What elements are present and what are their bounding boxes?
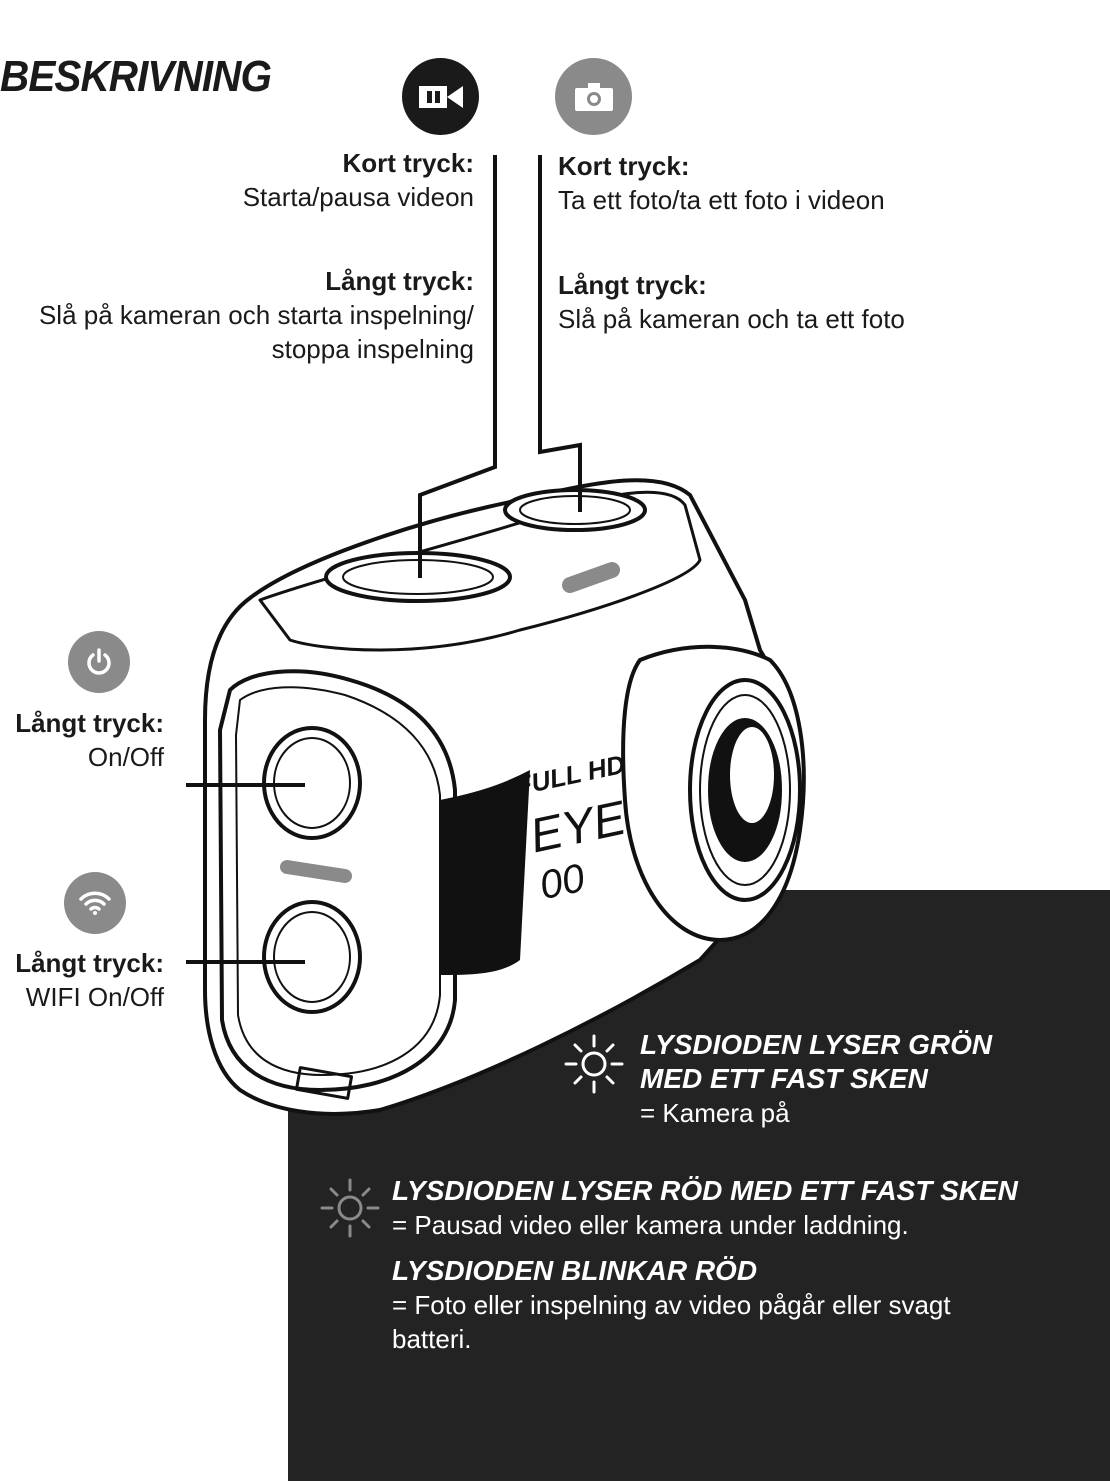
power-long-press-label: Långt tryck: [15, 708, 164, 738]
photo-short-press-label: Kort tryck: [558, 151, 690, 181]
photo-short-press-text: Ta ett foto/ta ett foto i videon [558, 185, 885, 215]
wifi-button-shape [262, 900, 362, 1014]
photo-long-press-text: Slå på kameran och ta ett foto [558, 304, 905, 334]
wifi-long-press-text: WIFI On/Off [25, 982, 164, 1012]
video-leader-line [418, 155, 497, 578]
video-short-press-label: Kort tryck: [342, 148, 474, 178]
sun-icon-red [318, 1176, 382, 1245]
led-green-text: = Kamera på [640, 1098, 790, 1128]
led-red-blink-text-1: = Foto eller inspelning av video pågår e… [392, 1290, 951, 1320]
led-red-title: LYSDIODEN LYSER RÖD MED ETT FAST SKEN [392, 1175, 1018, 1206]
sun-icon-green [562, 1030, 626, 1099]
led-red-blink-title: LYSDIODEN BLINKAR RÖD [392, 1255, 758, 1286]
led-green-title-2: MED ETT FAST SKEN [640, 1063, 928, 1094]
video-long-press-text-2: stoppa inspelning [271, 334, 474, 364]
photo-long-press-label: Långt tryck: [558, 270, 707, 300]
top-led-bar [562, 562, 620, 593]
photo-leader-line [538, 155, 582, 512]
led-red-text: = Pausad video eller kamera under laddni… [392, 1210, 909, 1240]
video-long-press-label: Långt tryck: [325, 266, 474, 296]
wifi-long-press-label: Långt tryck: [15, 948, 164, 978]
brand-number: 00 [535, 855, 589, 909]
led-green-title-1: LYSDIODEN LYSER GRÖN [640, 1029, 993, 1060]
led-red-blink-text-2: batteri. [392, 1324, 472, 1354]
wifi-icon [64, 872, 126, 934]
video-long-press-text-1: Slå på kameran och starta inspelning/ [38, 300, 474, 330]
power-long-press-text: On/Off [87, 742, 164, 772]
video-short-press-text: Starta/pausa videon [242, 182, 474, 212]
photo-camera-icon [555, 58, 632, 135]
brand-band [440, 770, 530, 975]
front-led-bar [280, 860, 352, 883]
page-title: BESKRIVNING [0, 52, 272, 101]
video-camera-icon [402, 58, 479, 135]
power-icon [68, 631, 130, 693]
